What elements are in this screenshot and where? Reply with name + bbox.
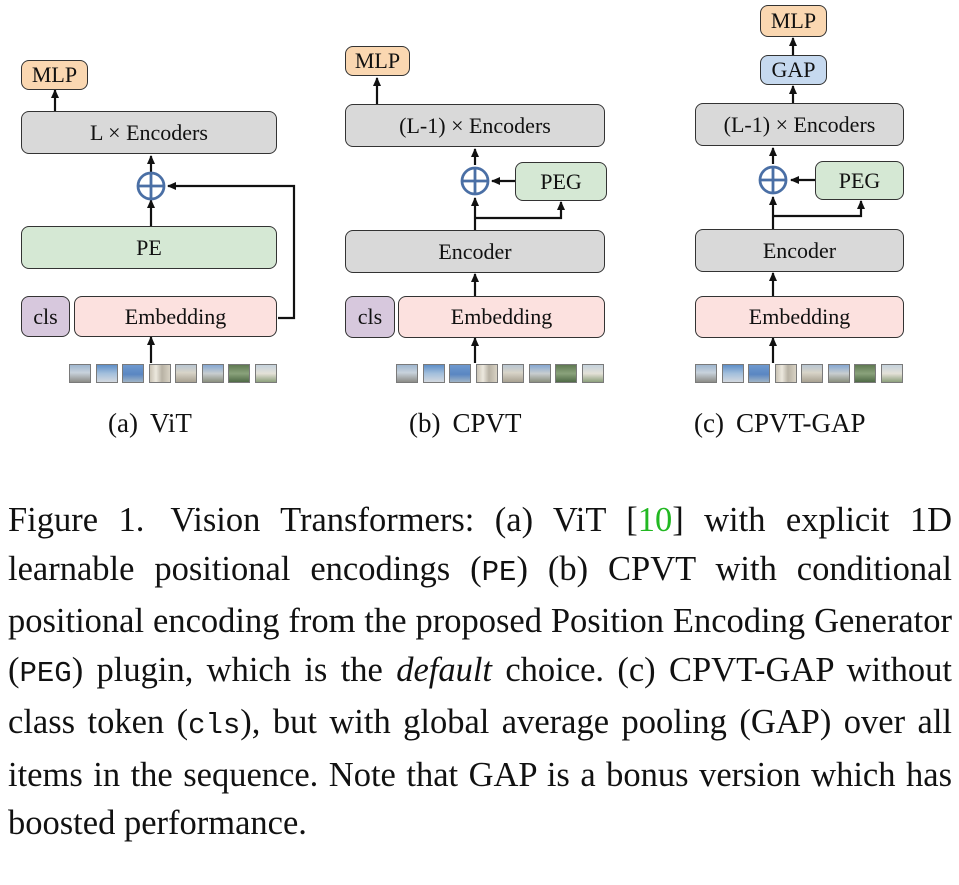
label-tag-b: (b) [409,408,441,438]
mlp-box-b: MLP [345,46,410,76]
image-patch [122,364,144,383]
add-icon-b [460,166,490,196]
image-patch [422,364,445,383]
image-patch [396,364,418,383]
label-name-c: CPVT-GAP [735,408,866,438]
image-patch [854,364,876,383]
image-patch [95,364,118,383]
add-icon-c [758,165,788,195]
mlp-box-a: MLP [21,60,88,90]
subfigure-label-c: (c) CPVT-GAP [694,408,866,439]
figure-caption: Figure 1. Vision Transformers: (a) ViT [1… [8,496,952,848]
image-patches-b [396,364,606,384]
encoders-box-b: (L-1) × Encoders [345,104,605,147]
embedding-box-c: Embedding [695,296,904,338]
caption-text-1: Vision Transformers: (a) ViT [ [170,501,638,539]
image-patch [880,364,903,383]
image-patch [475,364,498,383]
image-patch [581,364,604,383]
image-patch [201,364,224,383]
subfigure-label-b: (b) CPVT [409,408,522,439]
caption-text-2: ] with explicit 1D learnable positional … [8,501,952,588]
encoders-box-c: (L-1) × Encoders [695,103,904,146]
label-name-a: ViT [149,408,192,438]
add-icon-a [136,171,166,201]
image-patch [748,364,770,383]
cls-box-b: cls [345,296,395,338]
image-patch [449,364,471,383]
image-patch [801,364,823,383]
arrow-embedding-skip-a [167,182,296,320]
diagram-connectors [51,37,865,363]
image-patch [502,364,524,383]
embedding-box-a: Embedding [74,296,277,337]
code-peg: PEG [19,656,72,690]
code-cls: cls [188,709,241,742]
caption-text-5: choice. (c) CPVT-GAP without class token… [8,650,952,742]
label-tag-a: (a) [108,408,138,438]
caption-text-6: ), but with global average pooling (GAP)… [8,703,952,842]
code-pe: PE [481,555,517,589]
peg-box-c: PEG [815,161,904,200]
caption-label: Figure 1. [8,501,145,539]
arrow-encoder-to-peg-c [773,200,865,218]
arrow-encoder-to-peg-b [475,201,565,220]
caption-text-4: ) plugin, which is the [71,650,397,689]
citation-link[interactable]: 10 [637,501,673,539]
label-name-b: CPVT [452,408,522,438]
mlp-box-c: MLP [760,5,827,37]
image-patch [528,364,551,383]
image-patches-c [695,364,905,384]
image-patch [774,364,797,383]
caption-emphasis-default: default [396,650,493,689]
image-patch [175,364,197,383]
image-patch [695,364,717,383]
embedding-box-b: Embedding [398,296,605,338]
cls-box-a: cls [21,296,70,337]
peg-box-b: PEG [515,162,607,201]
encoder-box-c: Encoder [695,229,904,272]
image-patch [254,364,277,383]
caption-text-3: ) (b) CPVT with conditional positional e… [8,549,952,689]
encoders-box-a: L × Encoders [21,111,277,154]
pe-box-a: PE [21,226,277,269]
gap-box-c: GAP [760,55,827,85]
image-patch [555,364,577,383]
label-tag-c: (c) [694,408,724,438]
encoder-box-b: Encoder [345,230,605,273]
image-patch [721,364,744,383]
image-patch [228,364,250,383]
image-patch [827,364,850,383]
image-patch [148,364,171,383]
image-patch [69,364,91,383]
subfigure-label-a: (a) ViT [108,408,192,439]
image-patches-a [69,364,279,384]
